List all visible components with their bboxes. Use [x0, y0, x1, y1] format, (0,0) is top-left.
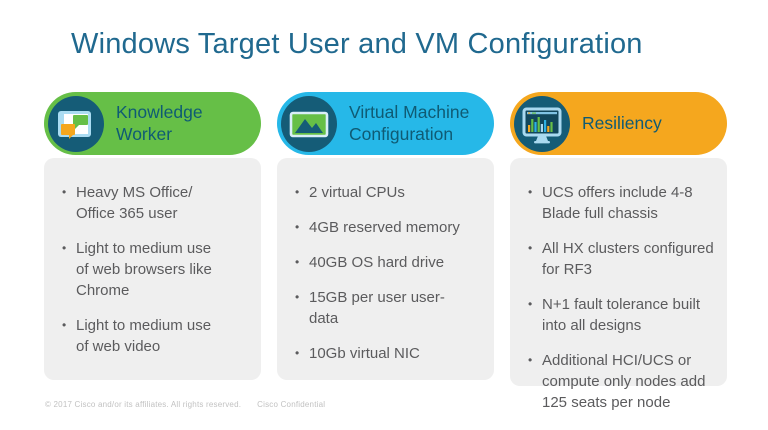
content-panel: • 2 virtual CPUs • 4GB reserved memory •…: [277, 158, 494, 380]
bullet-marker: •: [295, 290, 300, 304]
vm-image-icon: [281, 95, 337, 152]
list-item: • Additional HCI/UCS or compute only nod…: [528, 350, 717, 413]
list-item: • 4GB reserved memory: [295, 217, 484, 238]
bullet-marker: •: [528, 297, 533, 311]
header-pill-resiliency: Resiliency: [510, 92, 727, 155]
bullet-text: UCS offers include 4-8 Blade full chassi…: [542, 184, 693, 222]
bullet-text: Light to medium use of web video: [76, 317, 212, 355]
bullet-text: Heavy MS Office/ Office 365 user: [76, 184, 193, 222]
list-item: • Light to medium use of web browsers li…: [62, 238, 251, 301]
bullet-marker: •: [295, 255, 300, 269]
bullet-marker: •: [528, 241, 533, 255]
bullet-text: Additional HCI/UCS or compute only nodes…: [542, 352, 706, 411]
content-panel: • UCS offers include 4-8 Blade full chas…: [510, 158, 727, 411]
bullet-text: 10Gb virtual NIC: [309, 345, 420, 362]
column: Resiliency • UCS offers include 4-8 Blad…: [510, 92, 727, 411]
bullet-marker: •: [62, 318, 67, 332]
bullet-marker: •: [62, 241, 67, 255]
bullet-marker: •: [528, 185, 533, 199]
bullet-text: 15GB per user user- data: [309, 289, 445, 327]
list-item: • Light to medium use of web video: [62, 315, 251, 357]
footer: © 2017 Cisco and/or its affiliates. All …: [45, 400, 325, 409]
pill-label: Virtual Machine Configuration: [349, 102, 470, 144]
monitor-chart-icon: [514, 95, 570, 152]
bullet-text: N+1 fault tolerance built into all desig…: [542, 296, 701, 334]
list-item: • Heavy MS Office/ Office 365 user: [62, 182, 251, 224]
page-title: Windows Target User and VM Configuration: [71, 28, 643, 60]
list-item: • N+1 fault tolerance built into all des…: [528, 294, 717, 336]
bullet-text: 2 virtual CPUs: [309, 184, 405, 201]
list-item: • 10Gb virtual NIC: [295, 343, 484, 364]
chat-tablet-icon: [48, 95, 104, 152]
list-item: • All HX clusters configured for RF3: [528, 238, 717, 280]
copyright-text: © 2017 Cisco and/or its affiliates. All …: [45, 400, 242, 409]
header-pill-vm-configuration: Virtual Machine Configuration: [277, 92, 494, 155]
list-item: • UCS offers include 4-8 Blade full chas…: [528, 182, 717, 224]
pill-label: Resiliency: [582, 112, 662, 133]
bullet-marker: •: [295, 185, 300, 199]
list-item: • 40GB OS hard drive: [295, 252, 484, 273]
list-item: • 15GB per user user- data: [295, 287, 484, 329]
column: Knowledge Worker • Heavy MS Office/ Offi…: [44, 92, 261, 380]
bullet-text: 40GB OS hard drive: [309, 254, 445, 271]
bullet-marker: •: [295, 346, 300, 360]
bullet-text: 4GB reserved memory: [309, 219, 460, 236]
bullet-text: All HX clusters configured for RF3: [542, 240, 714, 278]
bullet-marker: •: [62, 185, 67, 199]
bullet-marker: •: [528, 353, 533, 367]
header-pill-knowledge-worker: Knowledge Worker: [44, 92, 261, 155]
pill-label: Knowledge Worker: [116, 102, 203, 144]
confidential-label: Cisco Confidential: [257, 400, 326, 409]
content-panel: • Heavy MS Office/ Office 365 user • Lig…: [44, 158, 261, 380]
list-item: • 2 virtual CPUs: [295, 182, 484, 203]
column: Virtual Machine Configuration • 2 virtua…: [277, 92, 494, 380]
bullet-text: Light to medium use of web browsers like…: [76, 240, 212, 299]
bullet-marker: •: [295, 220, 300, 234]
